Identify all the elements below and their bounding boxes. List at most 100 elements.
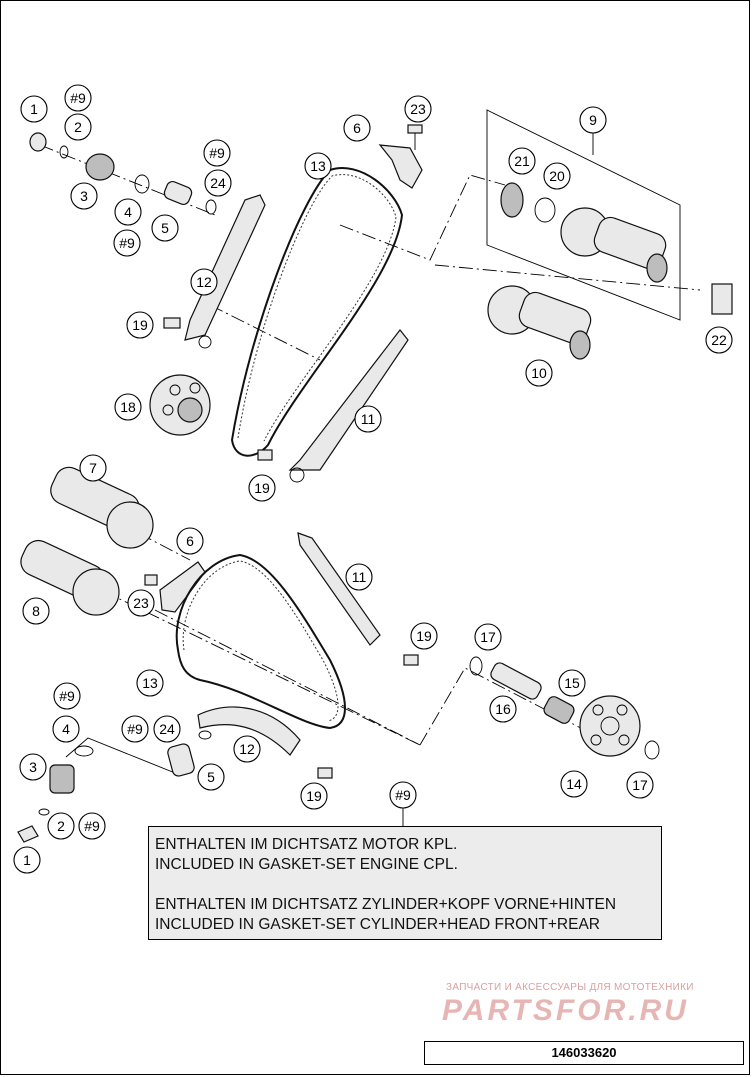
o-ring: [74, 745, 94, 757]
callout-11: 11: [354, 405, 382, 433]
group-9-bracket: [486, 109, 681, 321]
svg-text:12: 12: [239, 741, 255, 757]
callout-7: 7: [79, 454, 107, 482]
callout-18: 18: [114, 393, 142, 421]
callout-11: 11: [345, 563, 373, 591]
callout-19: 19: [126, 311, 154, 339]
callout-1: 1: [20, 95, 48, 123]
callout-9-ref: #9: [203, 139, 231, 167]
svg-text:21: 21: [514, 153, 530, 169]
callout-2: 2: [47, 812, 75, 840]
seal-ring: [38, 808, 50, 816]
note-line-en-cylinder: INCLUDED IN GASKET-SET CYLINDER+HEAD FRO…: [155, 916, 600, 933]
callout-19: 19: [410, 622, 438, 650]
svg-text:13: 13: [142, 675, 158, 691]
bolt: [257, 449, 273, 461]
tensioner-body: [49, 764, 75, 794]
callout-9-ref: #9: [113, 229, 141, 257]
camshaft-sprocket: [72, 568, 120, 616]
callout-17: 17: [474, 623, 502, 651]
bolt: [403, 654, 419, 666]
svg-text:11: 11: [352, 569, 367, 585]
gasket-set-note: ENTHALTEN IM DICHTSATZ MOTOR KPL. INCLUD…: [148, 826, 662, 940]
svg-text:11: 11: [361, 411, 376, 427]
callout-12: 12: [233, 735, 261, 763]
chain-guide-rail: [197, 706, 301, 756]
svg-text:22: 22: [711, 332, 727, 348]
svg-text:23: 23: [410, 101, 426, 117]
chain-slide-rail: [297, 532, 381, 646]
callout-24: 24: [153, 715, 181, 743]
svg-text:20: 20: [549, 168, 565, 184]
seal-ring: [59, 145, 69, 159]
callout-13: 13: [136, 669, 164, 697]
svg-text:19: 19: [306, 788, 322, 804]
svg-text:4: 4: [124, 204, 132, 220]
callout-2: 2: [64, 113, 92, 141]
svg-text:#9: #9: [209, 145, 225, 161]
svg-text:7: 7: [89, 460, 97, 476]
svg-text:5: 5: [207, 769, 215, 785]
washer: [469, 656, 483, 676]
svg-text:19: 19: [132, 317, 148, 333]
chain-slide-rail: [288, 329, 409, 471]
svg-text:6: 6: [186, 533, 194, 549]
bolt: [163, 317, 181, 329]
spring-ring: [198, 730, 212, 740]
svg-text:4: 4: [62, 721, 70, 737]
callout-9-ref: #9: [53, 682, 81, 710]
callout-13: 13: [304, 152, 332, 180]
svg-text:1: 1: [30, 101, 38, 117]
callout-4: 4: [114, 198, 142, 226]
callout-23: 23: [127, 589, 155, 617]
gear: [500, 182, 524, 218]
camshaft: [593, 216, 667, 270]
svg-text:16: 16: [495, 701, 511, 717]
callout-19: 19: [300, 782, 328, 810]
chain-tensioner-guide: [378, 144, 423, 189]
callout-10: 10: [525, 359, 553, 387]
idler-shaft: [490, 662, 542, 700]
callout-5: 5: [197, 763, 225, 791]
bushing: [543, 696, 575, 724]
svg-text:12: 12: [196, 274, 212, 290]
note-line-de-engine: ENTHALTEN IM DICHTSATZ MOTOR KPL.: [155, 836, 458, 853]
timing-chain: [230, 167, 404, 457]
note-line-en-engine: INCLUDED IN GASKET-SET ENGINE CPL.: [155, 856, 458, 873]
svg-text:#9: #9: [127, 721, 143, 737]
callout-3: 3: [19, 753, 47, 781]
callout-15: 15: [558, 669, 586, 697]
svg-text:3: 3: [29, 759, 37, 775]
bolt: [407, 124, 423, 134]
plug-screw: [29, 132, 47, 152]
callout-6: 6: [343, 114, 371, 142]
svg-text:19: 19: [416, 628, 432, 644]
callout-21: 21: [508, 147, 536, 175]
callout-9: 9: [579, 106, 607, 134]
note-line-de-cylinder: ENTHALTEN IM DICHTSATZ ZYLINDER+KOPF VOR…: [155, 896, 617, 913]
svg-text:18: 18: [120, 399, 136, 415]
svg-text:10: 10: [531, 365, 547, 381]
watermark-logo: PARTSFOR.RU: [442, 994, 689, 1027]
svg-text:1: 1: [23, 852, 31, 868]
timing-chain: [175, 553, 346, 730]
svg-text:#9: #9: [59, 688, 75, 704]
callout-9-ref: #9: [121, 715, 149, 743]
drawing-number: 146033620: [424, 1041, 744, 1065]
callout-9-ref: #9: [64, 84, 92, 112]
bolt: [144, 574, 158, 586]
svg-text:14: 14: [566, 776, 582, 792]
callout-17: 17: [626, 771, 654, 799]
callout-23: 23: [404, 95, 432, 123]
spring-ring: [205, 199, 217, 215]
callout-6: 6: [176, 527, 204, 555]
camshaft: [518, 291, 592, 345]
callout-12: 12: [190, 268, 218, 296]
callout-9-ref: #9: [389, 781, 417, 809]
callout-4: 4: [52, 715, 80, 743]
watermark-tagline: ЗАПЧАСТИ И АКСЕССУАРЫ ДЛЯ МОТОТЕХНИКИ: [446, 982, 694, 993]
washer: [644, 740, 660, 760]
callout-1: 1: [13, 846, 41, 874]
svg-text:17: 17: [480, 629, 496, 645]
